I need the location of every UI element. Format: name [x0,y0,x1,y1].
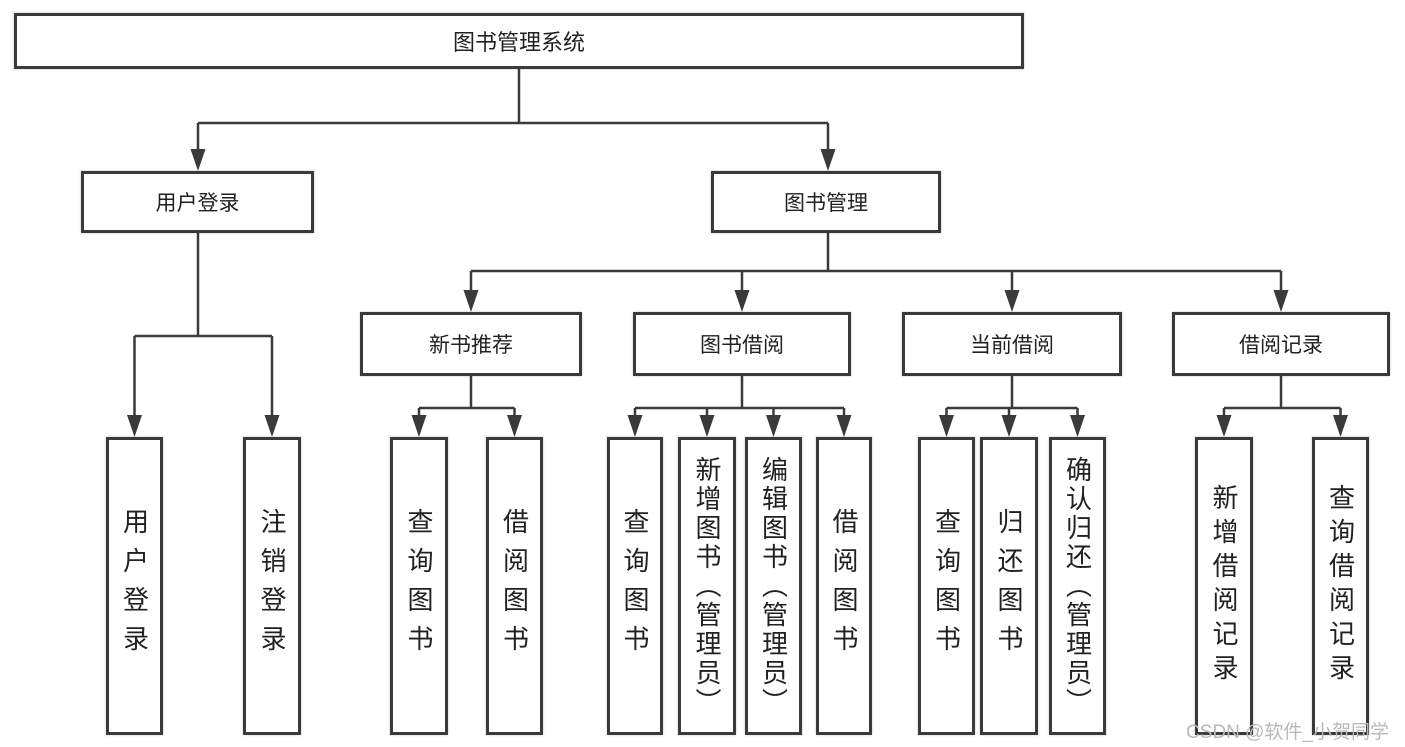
node-label: 图书管理 [784,192,868,215]
leaf-user-login: 用户登录 [106,437,163,735]
leaf-query-books-recommend: 查询图书 [390,437,448,735]
leaf-label: 新增图书（管理员） [692,455,722,717]
leaf-query-books-borrow: 查询图书 [607,437,663,735]
leaf-label: 编辑图书（管理员） [758,455,789,717]
node-new-book-recommend: 新书推荐 [360,312,582,376]
leaf-query-borrow-record: 查询借阅记录 [1312,437,1369,735]
leaf-label: 用户登录 [119,508,150,664]
leaf-query-books-current: 查询图书 [918,437,975,735]
leaf-label: 查询借阅记录 [1325,484,1356,688]
leaf-edit-books-admin: 编辑图书（管理员） [745,437,802,735]
leaf-label: 新增借阅记录 [1209,484,1239,688]
node-user-login: 用户登录 [81,171,314,233]
node-book-borrow: 图书借阅 [633,312,851,376]
leaf-borrow-books: 借阅图书 [816,437,872,735]
leaf-add-borrow-record: 新增借阅记录 [1195,437,1253,735]
node-library-management-system: 图书管理系统 [14,13,1024,69]
leaf-label: 确认归还（管理员） [1062,455,1093,717]
node-label: 图书管理系统 [452,30,585,55]
leaf-logout: 注销登录 [243,437,301,735]
leaf-label: 注销登录 [257,508,287,664]
node-borrow-records: 借阅记录 [1172,312,1390,376]
leaf-borrow-books-recommend: 借阅图书 [486,437,543,735]
leaf-label: 查询图书 [620,508,650,664]
node-label: 借阅记录 [1239,334,1323,357]
leaf-add-books-admin: 新增图书（管理员） [678,437,736,735]
node-label: 图书借阅 [700,334,784,357]
leaf-label: 借阅图书 [829,508,859,664]
leaf-return-books: 归还图书 [980,437,1038,735]
leaf-label: 查询图书 [931,508,962,664]
leaf-label: 查询图书 [404,508,434,664]
leaf-label: 归还图书 [994,508,1024,664]
leaf-label: 借阅图书 [499,508,530,664]
node-current-borrow: 当前借阅 [902,312,1122,376]
csdn-watermark: CSDN @软件_小贺同学 [1186,722,1389,743]
leaf-confirm-return-admin: 确认归还（管理员） [1049,437,1106,735]
node-label: 新书推荐 [429,334,513,357]
node-label: 用户登录 [155,192,240,215]
node-book-management: 图书管理 [711,171,941,233]
node-label: 当前借阅 [970,334,1054,357]
